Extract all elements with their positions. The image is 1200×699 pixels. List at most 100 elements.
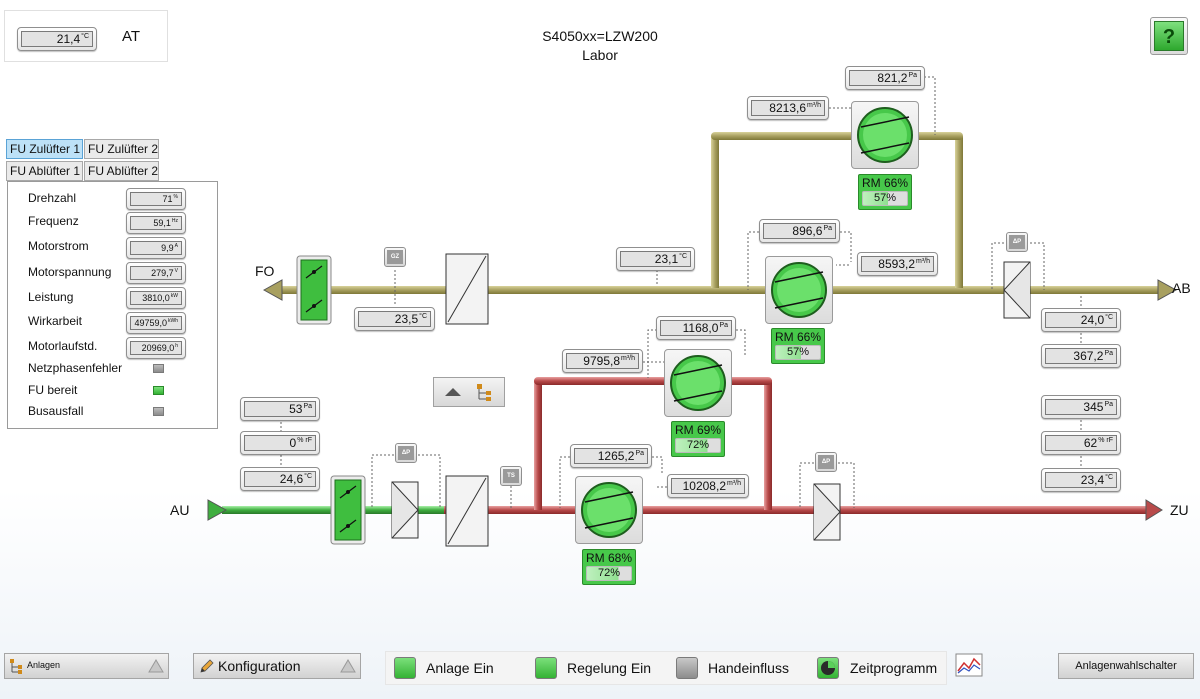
help-button[interactable]: ?	[1150, 17, 1188, 55]
ts-sensor-tag: TS	[500, 466, 522, 486]
value: 821,2	[877, 71, 908, 85]
trend-chart-icon	[955, 653, 983, 677]
unit: Pa	[719, 322, 728, 329]
param-label: Frequenz	[28, 214, 79, 228]
value: 23,5	[394, 312, 419, 326]
page-subtitle: Labor	[582, 47, 618, 63]
unit: m³/h	[621, 355, 635, 362]
outdoor-temp-value: 21,4	[56, 32, 81, 46]
tab-fu-ablufter-1[interactable]: FU Ablüfter 1	[6, 161, 83, 181]
au-temp-field: 24,6°C	[240, 467, 320, 491]
unit: % rF	[297, 437, 312, 444]
trend-chart-button[interactable]	[955, 653, 983, 677]
unit: Pa	[908, 72, 917, 79]
value: 59,1	[153, 218, 171, 228]
legend-handeinfluss: Handeinfluss	[708, 660, 789, 676]
value: 23,1	[654, 252, 679, 266]
rm-percent: 72%	[586, 566, 632, 581]
filter-supply	[813, 483, 841, 541]
port-label-zu: ZU	[1170, 502, 1189, 518]
unit: °C	[419, 313, 427, 320]
konfiguration-label: Konfiguration	[218, 658, 301, 674]
value: 0	[289, 436, 297, 450]
konfiguration-button[interactable]: Konfiguration	[193, 653, 361, 679]
value: 9,9	[161, 243, 174, 253]
value: 1168,0	[682, 321, 719, 335]
triangle-up-icon	[340, 659, 356, 673]
value: 279,7	[151, 268, 174, 278]
damper-fo	[296, 255, 332, 325]
unit: % rF	[1098, 437, 1113, 444]
rm-percent: 57%	[862, 191, 908, 206]
param-label: Drehzahl	[28, 191, 77, 205]
filter-intake	[391, 481, 419, 539]
fan-exhaust-bypass[interactable]	[851, 101, 919, 169]
zu-humidity-field: 62% rF	[1041, 431, 1121, 455]
value: 23,4	[1080, 473, 1105, 487]
clock-icon	[817, 657, 839, 679]
gz-sensor-tag: GZ	[384, 247, 406, 267]
legend-bar	[385, 651, 947, 685]
legend-zeitprogramm: Zeitprogramm	[850, 660, 938, 676]
value: 24,6	[279, 472, 304, 486]
fan-supply[interactable]	[575, 476, 643, 544]
ab-temp-field: 24,0°C	[1041, 308, 1121, 332]
tag-label: ΔP	[1009, 235, 1025, 249]
status-label: Netzphasenfehler	[28, 361, 123, 375]
fan-exhaust[interactable]	[765, 256, 833, 324]
param-label: Motorlaufstd.	[28, 339, 98, 353]
anlage-ein-icon	[394, 657, 416, 679]
status-led-fu-bereit	[153, 386, 164, 395]
param-label: Leistung	[28, 290, 74, 304]
value: 9795,8	[583, 354, 620, 368]
anlagen-button[interactable]: Anlagen	[4, 653, 169, 679]
dp-sensor-tag: ΔP	[1006, 232, 1028, 252]
heat-exchanger-exhaust	[445, 253, 489, 325]
unit: Pa	[823, 225, 832, 232]
unit: Pa	[635, 450, 644, 457]
fan-icon	[857, 107, 913, 163]
unit: m³/h	[727, 480, 741, 487]
outdoor-label: AT	[122, 28, 141, 45]
unit: A	[174, 243, 178, 249]
value: 8213,6	[769, 101, 806, 115]
value: 71	[162, 194, 173, 204]
tag-label: ΔP	[398, 446, 414, 460]
anlagenwahlschalter-button[interactable]: Anlagenwahlschalter	[1058, 653, 1194, 679]
value: 49759,0	[134, 318, 167, 328]
tree-icon	[477, 384, 491, 401]
fan-icon	[670, 355, 726, 411]
filter-exhaust	[1003, 261, 1031, 319]
unit: Hz	[171, 218, 178, 224]
fan-icon	[581, 482, 637, 538]
tag-label: TS	[503, 469, 519, 483]
scroll-up-button[interactable]	[438, 381, 468, 403]
dp-sensor-tag: ΔP	[395, 443, 417, 463]
tab-fu-ablufter-2[interactable]: FU Ablüfter 2	[84, 161, 159, 181]
triangle-up-icon	[148, 659, 164, 673]
damper-au	[330, 475, 366, 545]
tree-view-button[interactable]	[474, 381, 498, 403]
help-label: ?	[1162, 26, 1176, 48]
unit: °C	[81, 33, 89, 40]
fan-status-exhaust: RM 66% 57%	[771, 328, 825, 364]
tab-fu-zulufter-1[interactable]: FU Zulüfter 1	[6, 139, 83, 159]
legend-anlage-ein: Anlage Ein	[426, 660, 494, 676]
value: 896,6	[792, 224, 823, 238]
param-label: Motorstrom	[28, 239, 89, 253]
port-label-ab: AB	[1172, 280, 1191, 296]
status-led-busausfall	[153, 407, 164, 416]
ab-arrow	[1157, 279, 1178, 301]
zu-arrow	[1145, 499, 1163, 521]
fan-supply-bypass[interactable]	[664, 349, 732, 417]
tab-fu-zulufter-2[interactable]: FU Zulüfter 2	[84, 139, 159, 159]
value: 1265,2	[597, 449, 635, 463]
